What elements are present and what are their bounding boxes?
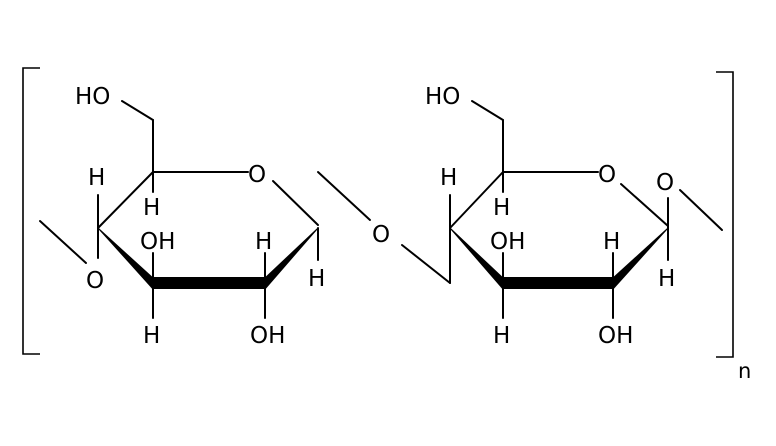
right-c2-h: H: [603, 229, 620, 255]
right-ch2oh-label: HO: [425, 84, 460, 110]
bridge-glycosidic-link: O: [317, 171, 451, 284]
right-ring-o-c1-bond: [620, 183, 669, 227]
left-c1-h: H: [308, 266, 325, 292]
left-c4-h: H: [88, 165, 105, 191]
left-c2-h: H: [255, 229, 272, 255]
left-c5-c4-bond: [97, 171, 154, 229]
left-c2-oh: OH: [250, 323, 285, 349]
right-c2-oh: OH: [598, 323, 633, 349]
left-ring-oxygen: O: [248, 162, 266, 188]
right-c6-oh-bond: [471, 100, 504, 121]
left-glucose-ring: HO O H H O OH H H OH H: [39, 84, 325, 349]
right-bracket: [716, 71, 734, 358]
right-terminal-bond: [679, 189, 723, 231]
right-c5-c4-bond: [449, 171, 504, 229]
bridge-bond-right: [401, 244, 451, 284]
left-ring-o-c1-bond: [272, 180, 319, 226]
left-glycosidic-bond: [39, 220, 87, 264]
bridge-oxygen: O: [372, 222, 390, 248]
right-c3-oh: OH: [490, 229, 525, 255]
right-c5-h: H: [493, 195, 510, 221]
left-c6-oh-bond: [121, 100, 154, 121]
bridge-bond-left: [317, 171, 371, 221]
left-c5-h: H: [143, 195, 160, 221]
right-c4-h: H: [440, 165, 457, 191]
right-c3-h: H: [493, 323, 510, 349]
left-bracket: [22, 67, 40, 355]
right-ring-oxygen: O: [598, 162, 616, 188]
repeat-subscript: n: [738, 359, 751, 383]
right-glucose-ring: HO O H H OH H H OH O H: [425, 84, 723, 349]
left-c3-oh: OH: [140, 229, 175, 255]
left-ch2oh-label: HO: [75, 84, 110, 110]
right-c1-oxygen: O: [656, 170, 674, 196]
left-c3-h: H: [143, 323, 160, 349]
right-c1-h: H: [658, 266, 675, 292]
left-c4-oxygen: O: [86, 268, 104, 294]
